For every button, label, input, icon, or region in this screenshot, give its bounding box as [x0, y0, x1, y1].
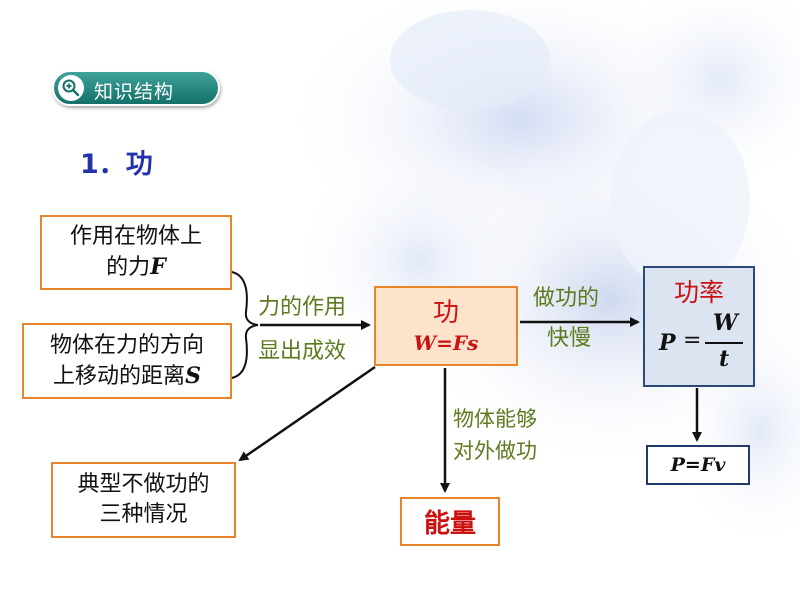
- label-energy-line1: 物体能够: [453, 407, 537, 431]
- node-text: 的力: [106, 255, 151, 280]
- knowledge-structure-tag: 知识结构: [52, 70, 220, 106]
- node-line-with-var: 的力F: [106, 252, 166, 283]
- power-eq: =: [683, 328, 702, 353]
- node-energy: 能量: [400, 497, 500, 546]
- zoom-in-icon: [58, 75, 84, 101]
- section-title: 1．功: [80, 149, 153, 180]
- energy-title: 能量: [423, 509, 476, 539]
- node-no-work-cases: 典型不做功的 三种情况: [51, 462, 236, 538]
- variable-F: F: [150, 254, 166, 280]
- node-power: 功率 P = W t: [643, 266, 755, 387]
- node-line: 典型不做功的: [77, 472, 210, 497]
- power-lhs: P: [659, 330, 676, 356]
- arrow-work-to-no-work: [238, 365, 376, 462]
- label-effect-line1: 力的作用: [258, 295, 347, 320]
- node-power-formula: P=Fv: [646, 445, 750, 485]
- power-title: 功率: [673, 278, 724, 307]
- node-line-with-var: 上移动的距离S: [53, 361, 201, 392]
- node-text: 上移动的距离: [53, 363, 186, 389]
- tag-label: 知识结构: [94, 81, 175, 103]
- variable-S: S: [185, 362, 201, 389]
- power-fraction: P = W t: [649, 308, 749, 378]
- node-work: 功 W=Fs: [374, 286, 518, 366]
- node-line: 物体在力的方向: [49, 332, 204, 358]
- label-energy-line2: 对外做功: [453, 439, 537, 463]
- power-numerator: W: [713, 310, 738, 336]
- brace-connector: [231, 271, 259, 379]
- node-line: 三种情况: [99, 502, 188, 527]
- fraction-bar: [705, 342, 743, 344]
- label-speed-line1: 做功的: [533, 286, 600, 311]
- label-speed-line2: 快慢: [547, 326, 592, 351]
- work-title: 功: [432, 298, 459, 328]
- power-formula-text: P=Fv: [670, 454, 726, 476]
- label-effect-line2: 显出成效: [258, 339, 347, 364]
- node-line: 作用在物体上: [69, 224, 202, 249]
- node-distance-along-force: 物体在力的方向 上移动的距离S: [22, 323, 232, 399]
- node-force-on-object: 作用在物体上 的力F: [40, 215, 232, 290]
- work-formula: W=Fs: [413, 331, 479, 355]
- power-denominator: t: [719, 346, 730, 372]
